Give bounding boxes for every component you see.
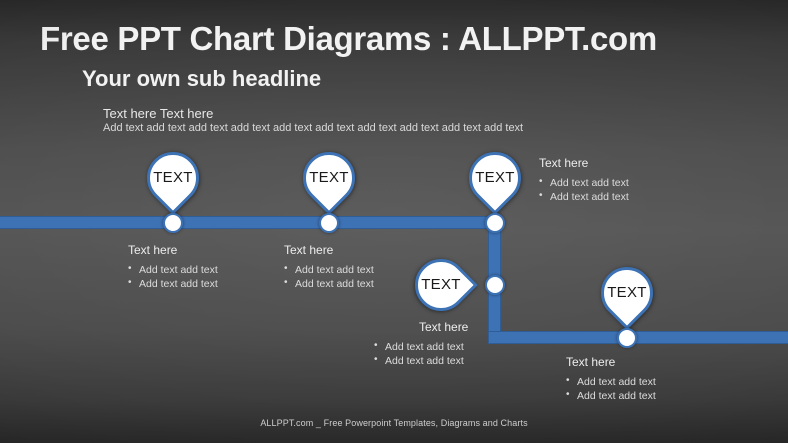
list-item: Add text add text: [374, 353, 468, 368]
text-block-2-bullets: Add text add text Add text add text: [284, 262, 374, 291]
pin-label-1: TEXT: [153, 168, 193, 186]
list-item: Add text add text: [128, 276, 218, 291]
text-block-4-bullets: Add text add text Add text add text: [374, 339, 468, 368]
map-pin-5[interactable]: TEXT: [590, 256, 664, 330]
text-block-5: Text here Add text add text Add text add…: [566, 355, 656, 403]
text-block-5-heading: Text here: [566, 355, 616, 369]
timeline-node-4[interactable]: [485, 275, 505, 295]
map-pin-4[interactable]: TEXT: [404, 248, 478, 322]
list-item: Add text add text: [284, 262, 374, 277]
text-block-4-heading: Text here: [419, 320, 469, 334]
list-item: Add text add text: [284, 276, 374, 291]
footer-credit: ALLPPT.com _ Free Powerpoint Templates, …: [260, 418, 528, 428]
lead-body-text: Add text add text add text add text add …: [103, 122, 524, 134]
text-block-3-heading: Text here: [539, 156, 589, 170]
map-pin-3[interactable]: TEXT: [458, 141, 532, 215]
page-subtitle: Your own sub headline: [82, 66, 322, 91]
text-block-1-bullets: Add text add text Add text add text: [128, 262, 218, 291]
text-block-4: Text here Add text add text Add text add…: [374, 320, 469, 368]
pin-label-2: TEXT: [309, 168, 349, 186]
text-block-3-bullets: Add text add text Add text add text: [539, 175, 629, 204]
timeline-main-horizontal-line: [0, 216, 498, 229]
pin-label-4: TEXT: [421, 275, 461, 293]
timeline-lower-horizontal-line: [488, 331, 788, 344]
text-block-2: Text here Add text add text Add text add…: [284, 243, 374, 291]
timeline-node-5[interactable]: [617, 328, 637, 348]
map-pin-1[interactable]: TEXT: [136, 141, 210, 215]
timeline-node-3[interactable]: [485, 213, 505, 233]
pin-label-3: TEXT: [475, 168, 515, 186]
timeline-node-1[interactable]: [163, 213, 183, 233]
list-item: Add text add text: [128, 262, 218, 277]
list-item: Add text add text: [374, 339, 468, 354]
text-block-2-heading: Text here: [284, 243, 334, 257]
text-block-5-bullets: Add text add text Add text add text: [566, 374, 656, 403]
text-block-1: Text here Add text add text Add text add…: [128, 243, 218, 291]
list-item: Add text add text: [539, 175, 629, 190]
list-item: Add text add text: [566, 374, 656, 389]
timeline-node-2[interactable]: [319, 213, 339, 233]
list-item: Add text add text: [566, 388, 656, 403]
text-block-1-heading: Text here: [128, 243, 178, 257]
map-pin-2[interactable]: TEXT: [292, 141, 366, 215]
list-item: Add text add text: [539, 189, 629, 204]
page-title: Free PPT Chart Diagrams : ALLPPT.com: [40, 20, 657, 57]
text-block-3: Text here Add text add text Add text add…: [539, 156, 629, 204]
lead-heading: Text here Text here: [103, 106, 214, 121]
pin-label-5: TEXT: [607, 283, 647, 301]
